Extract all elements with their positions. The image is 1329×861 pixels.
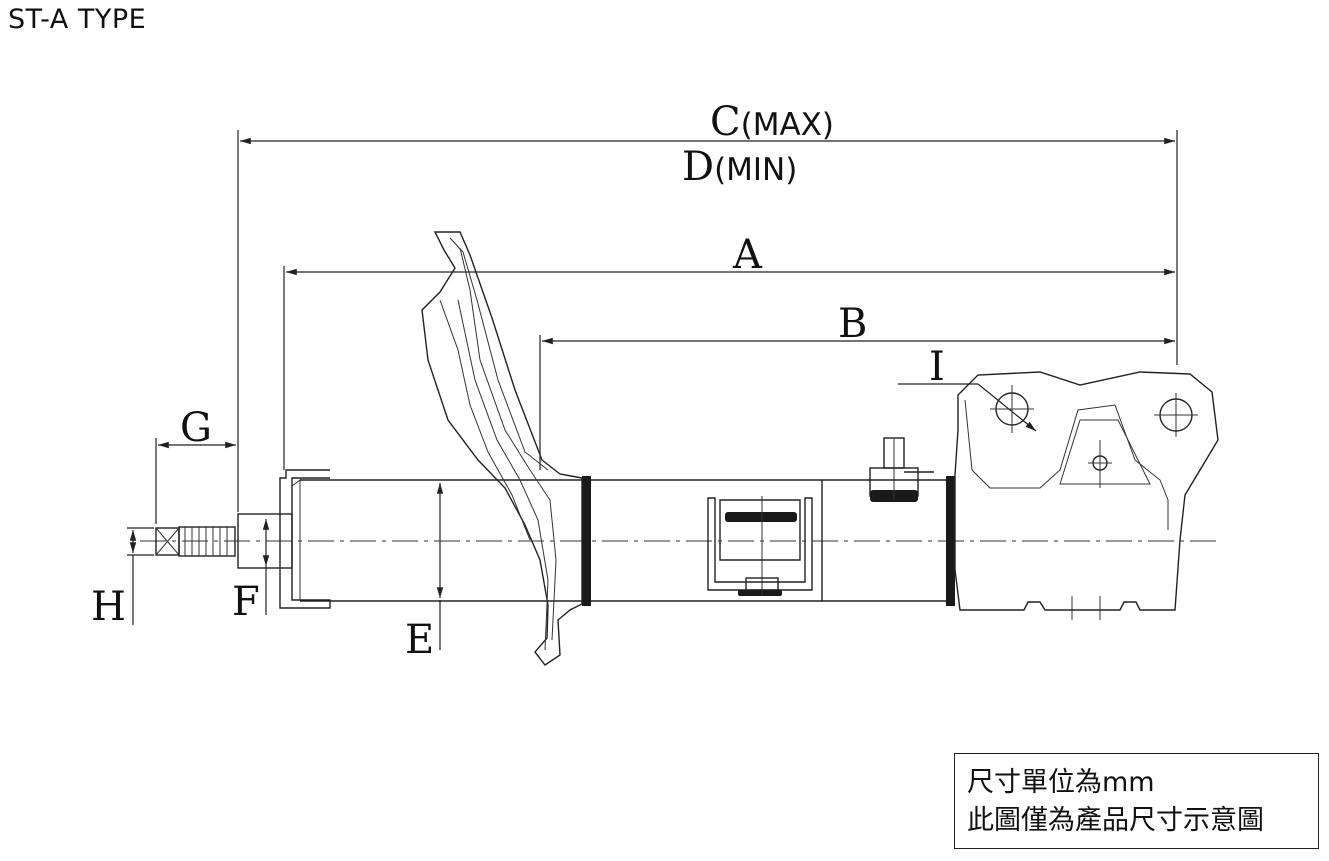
dimension-i: I [898,344,1037,432]
dim-b-label: B [838,301,867,347]
svg-text:D(MIN): D(MIN) [682,144,797,190]
shock-body [300,476,955,606]
hose-bracket [869,437,934,502]
knuckle-mount [954,371,1219,620]
dim-c-letter: C [710,99,741,145]
svg-text:C(MAX): C(MAX) [710,99,834,145]
dim-d-letter: D [682,144,714,190]
dimension-c-d: C(MAX) D(MIN) [237,99,1178,512]
page-title: ST-A TYPE [8,4,147,35]
dimension-g: G [155,405,236,524]
dim-c-qualifier: (MAX) [741,107,834,143]
upper-cap [279,469,331,609]
dimension-b: B [539,301,1175,470]
note-line-1: 尺寸單位為mm [967,767,1155,798]
dimension-a: A [283,232,1175,470]
units-note: 尺寸單位為mm 此圖僅為產品尺寸示意圖 [954,753,1319,849]
dimension-e: E [405,483,444,663]
piston-rod-stud [155,513,293,569]
dim-h-label: H [91,584,126,630]
spring-seat [421,231,583,666]
dim-e-label: E [405,617,434,663]
dimension-h: H [91,527,154,630]
dim-d-qualifier: (MIN) [714,152,797,188]
dim-f-label: F [232,579,260,625]
stabilizer-bracket [707,496,813,596]
note-line-2: 此圖僅為產品尺寸示意圖 [967,805,1264,836]
dimension-f: F [232,519,270,625]
dim-a-label: A [732,232,763,278]
dim-i-label: I [929,344,945,390]
dim-g-label: G [180,405,212,451]
